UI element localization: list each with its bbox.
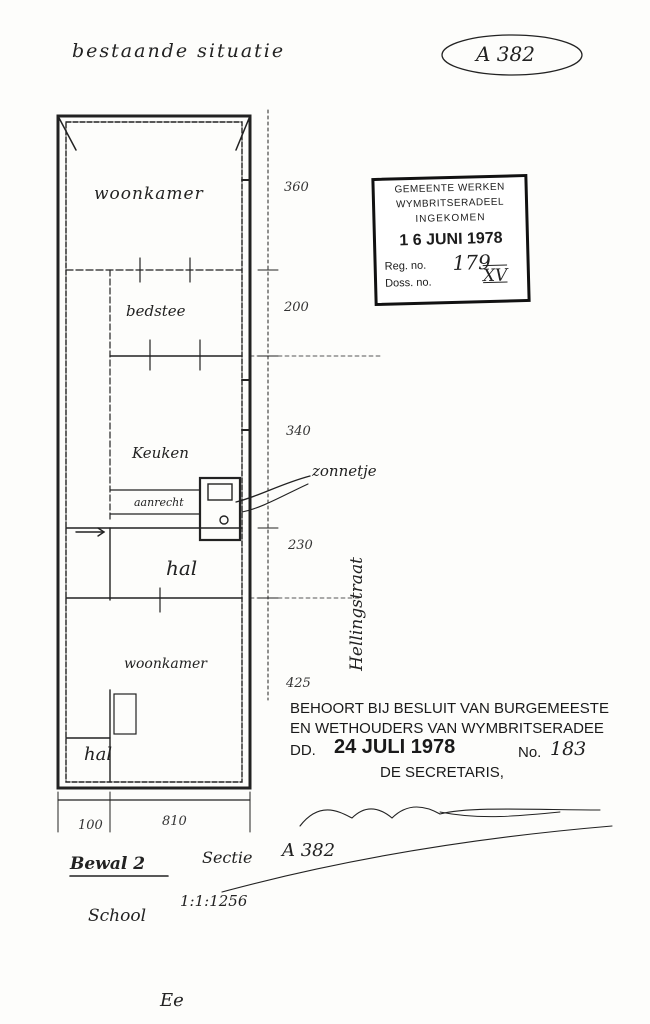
approval-line-2: EN WETHOUDERS VAN WYMBRITSERADEE (290, 720, 604, 737)
dimension-200: 200 (284, 300, 309, 315)
received-stamp: GEMEENTE WERKEN WYMBRITSERADEEL INGEKOME… (371, 173, 531, 307)
approval-no-label: No. (518, 744, 542, 761)
street-label: Hellingstraat (347, 557, 367, 671)
stamp-reg-label: Reg. no. (384, 259, 427, 273)
stamp-line-1: GEMEENTE WERKEN (394, 181, 505, 196)
reference-number: A 382 (476, 42, 535, 66)
footer-mark: Ee (160, 990, 184, 1011)
dimension-810: 810 (162, 814, 187, 829)
school-label: School (88, 906, 147, 926)
dimension-100: 100 (78, 818, 103, 833)
sectie-label: Sectie (202, 848, 253, 867)
approval-dd-label: DD. (290, 742, 316, 759)
approval-date: 24 JULI 1978 (334, 736, 456, 758)
room-label-hal-mid: hal (166, 556, 198, 580)
room-label-bedstee: bedstee (126, 302, 186, 320)
stamp-line-2: WYMBRITSERADEEL (395, 196, 505, 211)
approval-secretary: DE SECRETARIS, (380, 764, 504, 781)
sectie-value: A 382 (282, 840, 336, 861)
room-label-keuken: Keuken (132, 444, 189, 462)
room-label-woonkamer-bottom: woonkamer (124, 656, 207, 672)
room-label-woonkamer-top: woonkamer (94, 184, 204, 204)
dimension-425: 425 (286, 676, 311, 691)
approval-no-value: 183 (550, 738, 587, 760)
stamp-date: 1 6 JUNI 1978 (399, 229, 503, 250)
dimension-340: 340 (286, 424, 311, 439)
stamp-line-3: INGEKOMEN (415, 212, 486, 225)
dimension-230: 230 (288, 538, 313, 553)
approval-line-1: BEHOORT BIJ BESLUIT VAN BURGEMEESTE (290, 700, 609, 717)
scale-value: 1:1:1256 (180, 892, 248, 910)
stamp-doss-label: Doss. no. (384, 276, 432, 290)
room-label-aanrecht: aanrecht (134, 496, 184, 509)
cadastral-label: Bewal 2 (70, 854, 146, 874)
stamp-doss-value: XV (482, 265, 508, 287)
annotation-zonnetje: zonnetje (312, 462, 377, 480)
page-title: bestaande situatie (72, 40, 286, 62)
room-label-hal-bottom: hal (84, 744, 113, 765)
dimension-360: 360 (284, 180, 309, 195)
